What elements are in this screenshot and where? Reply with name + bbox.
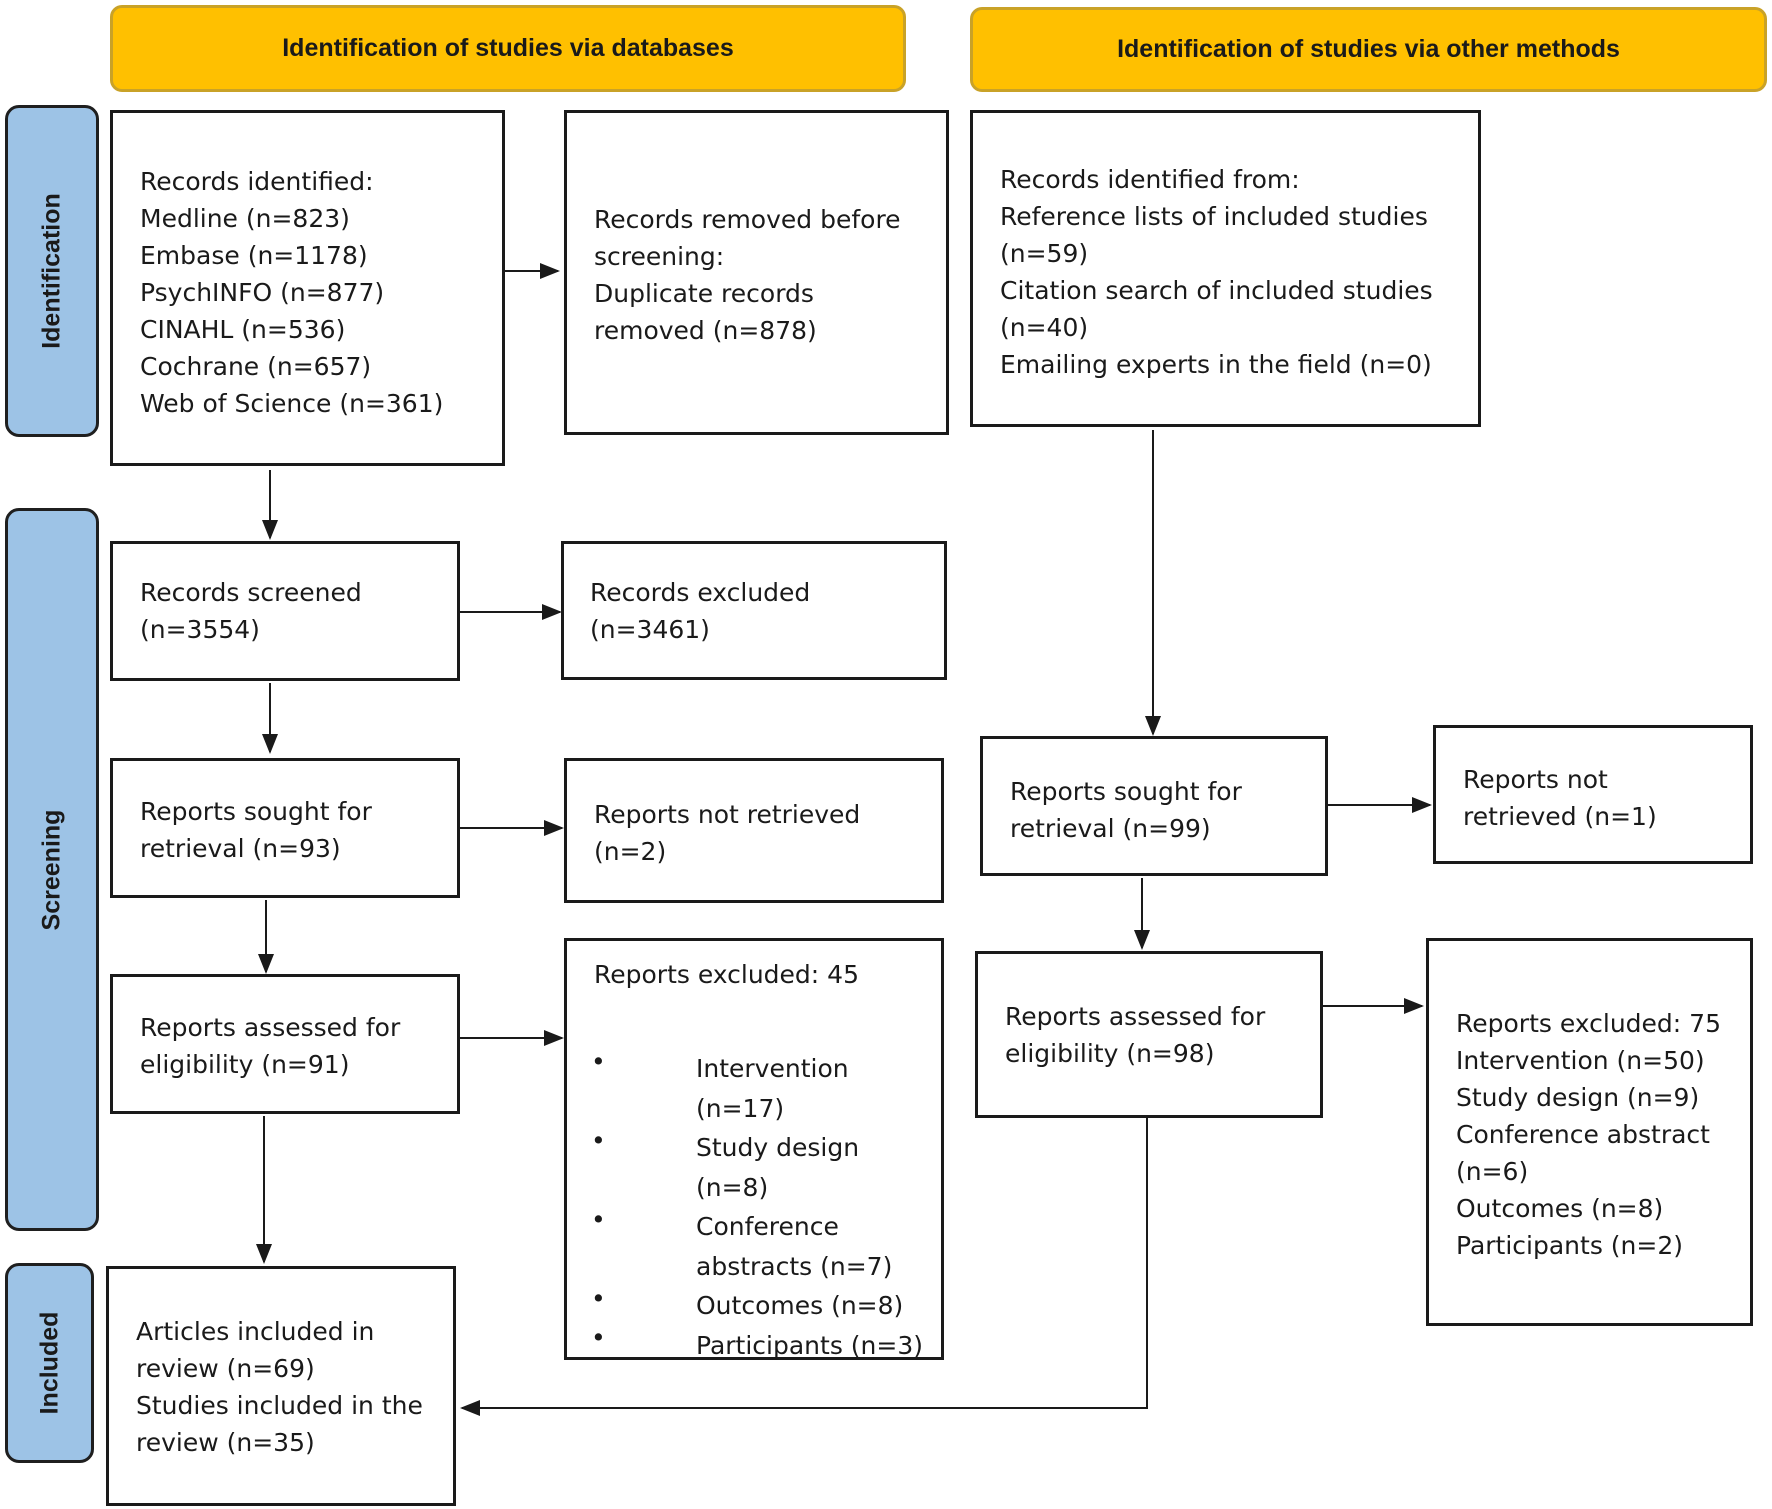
records-screened-box: Records screened (n=3554): [110, 541, 460, 681]
other-reference-lists-count: (n=59): [1000, 239, 1089, 268]
reports-not-retrieved-other-line-1: Reports not: [1463, 765, 1608, 794]
records-embase: Embase (n=1178): [140, 241, 368, 270]
reports-assessed-databases-line-1: Reports assessed for: [140, 1013, 401, 1042]
reports-sought-databases-line-1: Reports sought for: [140, 797, 372, 826]
other-reference-lists: Reference lists of included studies: [1000, 202, 1428, 231]
included-articles: Articles included in: [136, 1317, 375, 1346]
reports-sought-other-line-1: Reports sought for: [1010, 777, 1242, 806]
excluded-study-design: Study design: [696, 1133, 860, 1162]
records-excluded-line-1: Records excluded: [590, 578, 811, 607]
reports-excluded-other-box: Reports excluded: 75 Intervention (n=50)…: [1426, 938, 1753, 1326]
records-removed-line-2: screening:: [594, 242, 725, 271]
reports-not-retrieved-other-box: Reports not retrieved (n=1): [1433, 725, 1753, 864]
records-excluded-box: Records excluded (n=3461): [561, 541, 947, 680]
header-other-methods: Identification of studies via other meth…: [970, 7, 1767, 92]
included-articles-count: review (n=69): [136, 1354, 315, 1383]
reports-sought-other-box: Reports sought for retrieval (n=99): [980, 736, 1328, 876]
reports-assessed-other-box: Reports assessed for eligibility (n=98): [975, 951, 1323, 1118]
bullet-participants: •: [591, 1323, 606, 1352]
other-excluded-participants: Participants (n=2): [1456, 1231, 1684, 1260]
phase-included: Included: [5, 1263, 94, 1463]
excluded-study-design-count: (n=8): [696, 1172, 769, 1202]
bullet-intervention: •: [591, 1047, 606, 1076]
records-removed-line-4: removed (n=878): [594, 316, 817, 345]
reports-sought-databases-line-2: retrieval (n=93): [140, 834, 341, 863]
bullet-conference: •: [591, 1205, 606, 1234]
excluded-conference-count: abstracts (n=7): [696, 1251, 893, 1281]
excluded-intervention-count: (n=17): [696, 1093, 785, 1123]
excluded-conference: Conference: [696, 1212, 839, 1241]
other-citation-search: Citation search of included studies: [1000, 276, 1433, 305]
included-studies-count: review (n=35): [136, 1428, 315, 1457]
header-databases: Identification of studies via databases: [110, 5, 906, 92]
other-excluded-conference-count: (n=6): [1456, 1157, 1529, 1186]
reports-sought-databases-box: Reports sought for retrieval (n=93): [110, 758, 460, 898]
records-medline: Medline (n=823): [140, 204, 350, 233]
phase-screening: Screening: [5, 508, 99, 1231]
records-screened-line-2: (n=3554): [140, 615, 260, 644]
bullet-study-design: •: [591, 1126, 606, 1155]
records-excluded-line-2: (n=3461): [590, 615, 710, 644]
records-identified-title: Records identified:: [140, 167, 374, 196]
reports-sought-other-line-2: retrieval (n=99): [1010, 814, 1211, 843]
other-citation-search-count: (n=40): [1000, 313, 1089, 342]
records-cinahl: CINAHL (n=536): [140, 315, 346, 344]
included-studies: Studies included in the: [136, 1391, 423, 1420]
reports-not-retrieved-databases-box: Reports not retrieved (n=2): [564, 758, 944, 903]
reports-not-retrieved-databases-line-2: (n=2): [594, 837, 667, 866]
records-removed-line-3: Duplicate records: [594, 279, 814, 308]
reports-excluded-databases-title: Reports excluded: 45: [594, 960, 859, 989]
records-web-of-science: Web of Science (n=361): [140, 389, 444, 418]
records-removed-line-1: Records removed before: [594, 205, 901, 234]
included-box: Articles included in review (n=69) Studi…: [106, 1266, 456, 1506]
reports-not-retrieved-other-line-2: retrieved (n=1): [1463, 802, 1657, 831]
reports-assessed-other-line-1: Reports assessed for: [1005, 1002, 1266, 1031]
excluded-participants: Participants (n=3): [696, 1330, 924, 1360]
reports-assessed-other-line-2: eligibility (n=98): [1005, 1039, 1215, 1068]
excluded-intervention: Intervention: [696, 1054, 849, 1083]
records-identified-other-box: Records identified from: Reference lists…: [970, 110, 1481, 427]
records-psychinfo: PsychINFO (n=877): [140, 278, 385, 307]
reports-assessed-databases-line-2: eligibility (n=91): [140, 1050, 350, 1079]
reports-assessed-databases-box: Reports assessed for eligibility (n=91): [110, 974, 460, 1114]
reports-excluded-databases-box: Reports excluded: 45 • • • • • Intervent…: [564, 938, 944, 1360]
other-excluded-title: Reports excluded: 75: [1456, 1009, 1721, 1038]
other-excluded-intervention: Intervention (n=50): [1456, 1046, 1705, 1075]
reports-not-retrieved-databases-line-1: Reports not retrieved: [594, 800, 861, 829]
other-excluded-study-design: Study design (n=9): [1456, 1083, 1700, 1112]
records-cochrane: Cochrane (n=657): [140, 352, 372, 381]
other-excluded-conference: Conference abstract: [1456, 1120, 1710, 1149]
phase-identification: Identification: [5, 105, 99, 437]
other-emailing-experts: Emailing experts in the field (n=0): [1000, 350, 1432, 379]
other-excluded-outcomes: Outcomes (n=8): [1456, 1194, 1664, 1223]
other-records-title: Records identified from:: [1000, 165, 1300, 194]
bullet-outcomes: •: [591, 1284, 606, 1313]
records-removed-box: Records removed before screening: Duplic…: [564, 110, 949, 435]
records-identified-databases-box: Records identified: Medline (n=823) Emba…: [110, 110, 505, 466]
records-screened-line-1: Records screened: [140, 578, 362, 607]
excluded-outcomes: Outcomes (n=8): [696, 1291, 904, 1320]
